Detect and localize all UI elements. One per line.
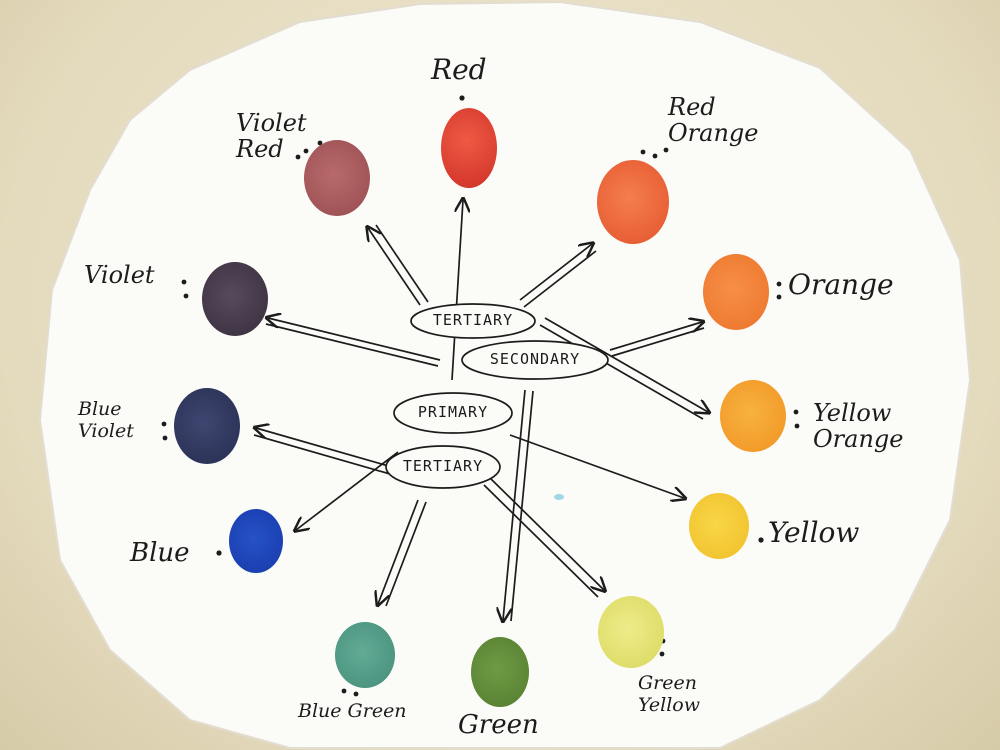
label-blue-violet: Blue Violet xyxy=(78,398,134,442)
swatch-red xyxy=(441,108,497,188)
category-tertiary-bottom: TERTIARY xyxy=(402,457,484,475)
label-red-orange: Red Orange xyxy=(668,93,759,147)
label-violet: Violet xyxy=(84,261,155,289)
label-yellow: Yellow xyxy=(768,516,860,549)
oval-secondary xyxy=(461,340,609,380)
category-secondary: SECONDARY xyxy=(489,350,581,368)
oval-tertiary-bottom xyxy=(385,445,501,489)
label-blue-green: Blue Green xyxy=(298,700,407,722)
swatch-yellow xyxy=(689,493,749,559)
swatch-blue-green xyxy=(335,622,395,688)
oval-primary xyxy=(393,392,513,434)
label-violet-red: Violet Red xyxy=(236,109,307,163)
category-tertiary-top: TERTIARY xyxy=(432,311,514,329)
label-green: Green xyxy=(458,710,539,740)
dot-marks xyxy=(161,95,800,697)
label-orange: Orange xyxy=(788,268,894,301)
label-red: Red xyxy=(431,53,487,86)
category-ovals xyxy=(385,303,609,489)
swatch-yellow-orange xyxy=(720,380,786,452)
swatch-orange xyxy=(703,254,769,330)
swatch-green-yellow xyxy=(598,596,664,668)
swatch-violet-red xyxy=(304,140,370,216)
swatch-violet xyxy=(202,262,268,336)
arrow-lines xyxy=(254,200,708,621)
category-primary: PRIMARY xyxy=(417,403,489,421)
label-green-yellow: Green Yellow xyxy=(638,672,700,716)
swatch-blue-violet xyxy=(174,388,240,464)
label-yellow-orange: Yellow Orange xyxy=(813,399,904,453)
label-blue: Blue xyxy=(130,538,190,568)
swatch-green xyxy=(471,637,529,707)
swatch-red-orange xyxy=(597,160,669,244)
swatch-blue xyxy=(229,509,283,573)
oval-tertiary-top xyxy=(410,303,536,339)
